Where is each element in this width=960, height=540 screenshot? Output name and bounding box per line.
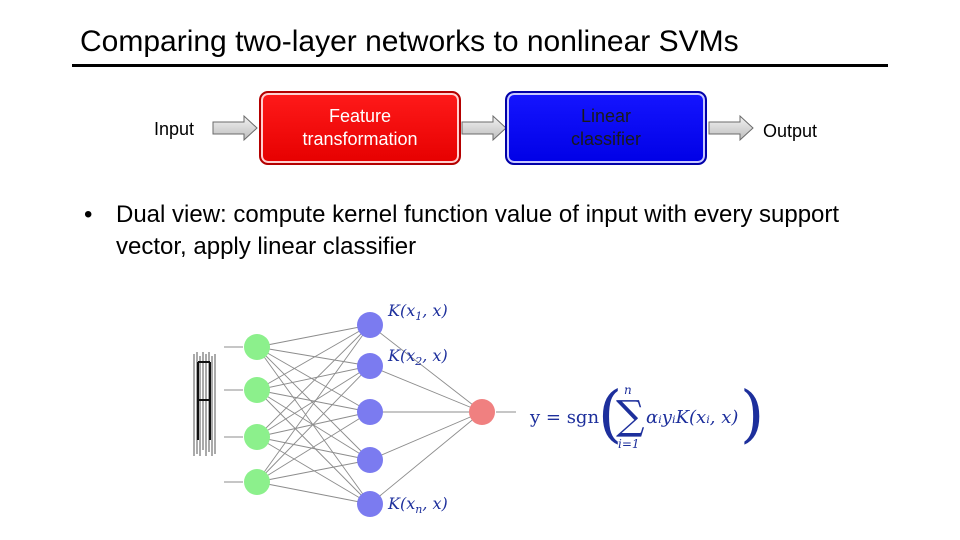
formula-body: αᵢyᵢK(xᵢ, x) bbox=[646, 407, 739, 428]
feature-transformation-box: Feature transformation bbox=[259, 91, 461, 165]
formula-sum-sign: ∑ bbox=[616, 393, 645, 439]
arrow-output-icon bbox=[708, 114, 754, 142]
title-underline bbox=[72, 64, 888, 67]
network-nodes bbox=[244, 312, 495, 517]
input-hidden-edge bbox=[256, 324, 371, 348]
linear-classifier-label: Linear classifier bbox=[570, 106, 641, 149]
arrow-input-icon bbox=[212, 114, 258, 142]
input-node bbox=[244, 469, 270, 495]
hidden-node bbox=[357, 447, 383, 473]
hidden-node bbox=[357, 399, 383, 425]
bullet-marker: • bbox=[84, 201, 93, 228]
input-hidden-edge bbox=[256, 346, 371, 367]
input-hidden-edge bbox=[256, 365, 371, 483]
hidden-output-edge bbox=[369, 365, 483, 413]
linear-classifier-box: Linear classifier bbox=[505, 91, 707, 165]
hidden-output-edge bbox=[369, 411, 483, 461]
input-hidden-edge bbox=[256, 481, 371, 505]
network-diagram bbox=[192, 312, 516, 517]
hidden-node bbox=[357, 353, 383, 379]
hidden-node bbox=[357, 491, 383, 517]
bullet-text: Dual view: compute kernel function value… bbox=[116, 201, 840, 260]
pipeline-output-label: Output bbox=[763, 121, 818, 141]
kernel-label-n: K(xn, x) bbox=[388, 494, 448, 517]
input-node bbox=[244, 377, 270, 403]
network-edges bbox=[224, 324, 516, 505]
input-digit-image bbox=[192, 352, 218, 456]
input-hidden-edge bbox=[256, 411, 371, 483]
hidden-output-edge bbox=[369, 411, 483, 505]
input-node bbox=[244, 334, 270, 360]
input-hidden-edge bbox=[256, 324, 371, 391]
formula-right-paren: ) bbox=[740, 377, 765, 450]
feature-transformation-label: Feature transformation bbox=[302, 106, 418, 149]
input-hidden-edge bbox=[256, 346, 371, 413]
hidden-node bbox=[357, 312, 383, 338]
input-hidden-edge bbox=[256, 324, 371, 438]
input-hidden-edge bbox=[256, 459, 371, 483]
hidden-output-edge bbox=[369, 324, 483, 413]
output-node bbox=[469, 399, 495, 425]
input-hidden-edge bbox=[256, 365, 371, 438]
input-hidden-edge bbox=[256, 389, 371, 461]
input-hidden-edge bbox=[256, 365, 371, 391]
input-hidden-edge bbox=[256, 436, 371, 461]
formula-left-paren: ( bbox=[598, 377, 623, 450]
input-node bbox=[244, 424, 270, 450]
formula-sum-upper: n bbox=[624, 383, 632, 397]
slide-title: Comparing two-layer networks to nonlinea… bbox=[80, 25, 739, 58]
input-hidden-edge bbox=[256, 436, 371, 505]
kernel-label-1: K(x1, x) bbox=[388, 301, 448, 324]
formula-lhs: y = sgn bbox=[530, 407, 600, 428]
pipeline-input-label: Input bbox=[154, 119, 195, 139]
kernel-label-2: K(x2, x) bbox=[388, 346, 448, 369]
input-hidden-edge bbox=[256, 324, 371, 483]
formula-sum-lower: i=1 bbox=[618, 437, 640, 451]
arrow-middle-icon bbox=[461, 114, 507, 142]
